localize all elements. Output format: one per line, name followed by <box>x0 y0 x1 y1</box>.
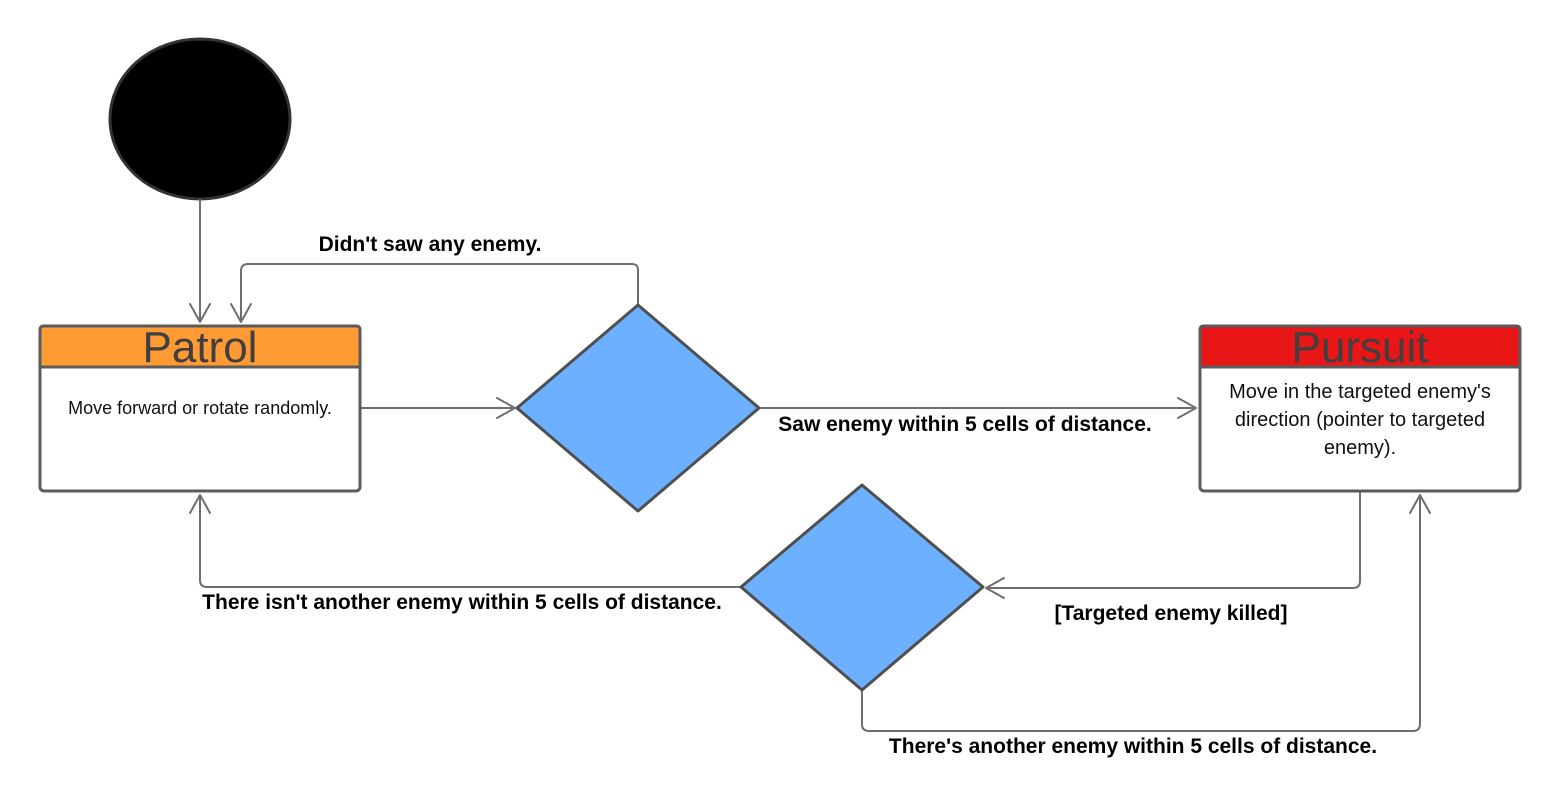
state-pursuit: Pursuit Move in the targeted enemy's dir… <box>1198 323 1522 493</box>
patrol-title: Patrol <box>143 323 258 372</box>
arrowhead-patrol-to-decision <box>496 397 516 419</box>
edge-pursuit-to-decision <box>986 492 1361 589</box>
arrowhead-decision-to-pursuit <box>1177 397 1197 419</box>
label-saw-enemy: Saw enemy within 5 cells of distance. <box>778 413 1151 436</box>
state-patrol: Patrol Move forward or rotate randomly. <box>38 323 362 493</box>
label-no-other-enemy: There isn't another enemy within 5 cells… <box>202 591 722 614</box>
patrol-body: Move forward or rotate randomly. <box>68 398 332 418</box>
arrowhead-decision-to-pursuit-bottom <box>1409 494 1431 514</box>
label-target-killed: [Targeted enemy killed] <box>1054 602 1287 625</box>
arrowhead-loop-to-patrol <box>230 303 252 323</box>
pursuit-body-line-3: enemy). <box>1324 437 1396 459</box>
connectors <box>189 199 1431 732</box>
edge-loop-to-patrol <box>240 263 639 322</box>
initial-node <box>108 37 292 201</box>
edge-decision-to-patrol <box>199 495 741 588</box>
decision-node-kill <box>739 483 985 692</box>
decision-node-sight <box>515 303 761 513</box>
pursuit-body-line-2: direction (pointer to targeted <box>1235 409 1485 431</box>
label-other-enemy: There's another enemy within 5 cells of … <box>889 735 1377 758</box>
pursuit-body-line-1: Move in the targeted enemy's <box>1229 381 1491 403</box>
arrowhead-initial-to-patrol <box>189 303 211 323</box>
edge-decision-to-pursuit-bottom <box>861 495 1421 732</box>
arrowhead-pursuit-to-decision <box>985 577 1005 599</box>
arrowhead-decision-to-patrol <box>189 494 211 514</box>
pursuit-title: Pursuit <box>1292 323 1429 372</box>
label-didnt-see: Didn't saw any enemy. <box>319 233 542 256</box>
